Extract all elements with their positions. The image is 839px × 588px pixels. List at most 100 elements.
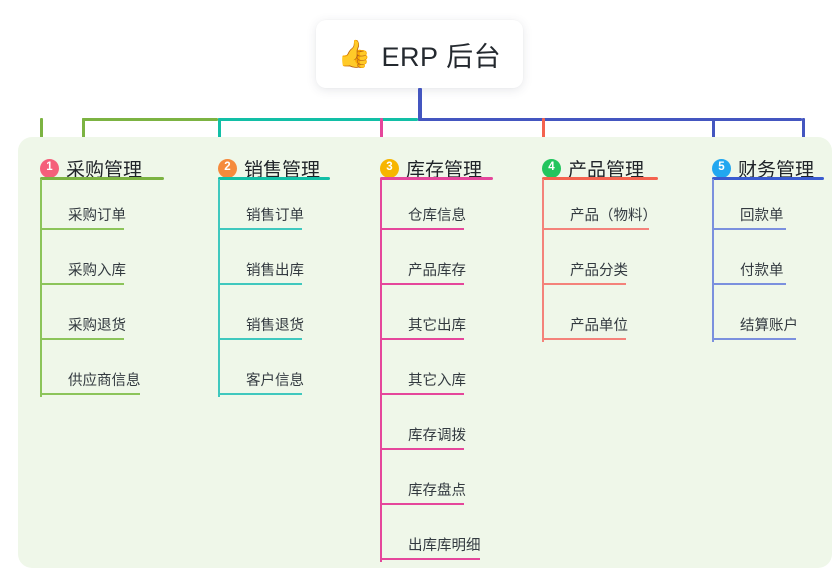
branch-item[interactable]: 产品单位 xyxy=(542,310,628,340)
branch-header-rule-3 xyxy=(380,177,493,180)
branch-spine-2 xyxy=(218,179,220,397)
branch-item-rule xyxy=(380,228,464,230)
branch-item[interactable]: 产品分类 xyxy=(542,255,628,285)
branch-item-rule xyxy=(712,338,796,340)
branch-item[interactable]: 采购退货 xyxy=(40,310,126,340)
branch-item-rule xyxy=(542,283,626,285)
bus-left-cap xyxy=(82,118,85,142)
branch-item-rule xyxy=(380,338,464,340)
branch-item[interactable]: 供应商信息 xyxy=(40,365,141,395)
branch-item-label: 回款单 xyxy=(740,208,784,224)
branch-item-rule xyxy=(542,228,649,230)
branch-number-badge-1: 1 xyxy=(40,158,59,178)
branch-item[interactable]: 库存调拨 xyxy=(380,420,466,450)
bus-right-cap xyxy=(802,118,805,142)
branch-header-rule-5 xyxy=(712,177,824,180)
branch-header-label-4: 产品管理 xyxy=(568,159,645,181)
thumbs-up-icon: 👍 xyxy=(337,38,372,70)
branch-number-badge-4: 4 xyxy=(542,158,561,178)
branch-item[interactable]: 仓库信息 xyxy=(380,200,466,230)
branch-item-label: 销售订单 xyxy=(246,208,304,224)
branch-item-rule xyxy=(218,393,302,395)
bus-segment-teal xyxy=(218,118,418,121)
branch-item-label: 产品（物料） xyxy=(570,208,657,224)
branch-item-label: 客户信息 xyxy=(246,373,304,389)
branch-item-label: 产品分类 xyxy=(570,263,628,279)
bus-segment-green xyxy=(82,118,218,121)
branch-item-rule xyxy=(218,338,302,340)
branch-item[interactable]: 产品库存 xyxy=(380,255,466,285)
branch-item-rule xyxy=(218,228,302,230)
branch-header-label-3: 库存管理 xyxy=(406,159,483,181)
branch-item[interactable]: 回款单 xyxy=(712,200,786,230)
branch-item-rule xyxy=(380,448,464,450)
branch-item-label: 其它入库 xyxy=(408,373,466,389)
branch-item[interactable]: 其它入库 xyxy=(380,365,466,395)
column-drop-line-5 xyxy=(712,118,715,142)
bus-segment-blue xyxy=(418,118,802,121)
branch-item[interactable]: 其它出库 xyxy=(380,310,466,340)
branch-item-label: 供应商信息 xyxy=(68,373,141,389)
branch-header-5[interactable]: 5 财务管理 xyxy=(690,148,814,188)
branch-item-rule xyxy=(40,393,140,395)
branch-item[interactable]: 产品（物料） xyxy=(542,200,657,230)
branch-spine-4 xyxy=(542,179,544,342)
branch-header-4[interactable]: 4 产品管理 xyxy=(520,148,644,188)
root-node[interactable]: 👍 ERP 后台 xyxy=(316,20,523,88)
branch-header-2[interactable]: 2 销售管理 xyxy=(196,148,320,188)
branch-number-badge-5: 5 xyxy=(712,158,731,178)
branch-item-rule xyxy=(542,338,626,340)
branch-item-label: 销售出库 xyxy=(246,263,304,279)
branch-item-rule xyxy=(40,283,124,285)
branch-item[interactable]: 采购入库 xyxy=(40,255,126,285)
branch-number-badge-2: 2 xyxy=(218,158,237,178)
branch-item-label: 采购入库 xyxy=(68,263,126,279)
root-node-title: ERP 后台 xyxy=(381,41,502,72)
branch-item[interactable]: 结算账户 xyxy=(712,310,798,340)
column-drop-line-3 xyxy=(380,118,383,142)
branch-item-label: 结算账户 xyxy=(740,318,798,334)
branch-item[interactable]: 客户信息 xyxy=(218,365,304,395)
branch-spine-3 xyxy=(380,179,382,562)
branch-item-rule xyxy=(380,393,464,395)
branch-item-rule xyxy=(712,283,786,285)
root-trunk-line xyxy=(418,88,422,121)
branch-item-rule xyxy=(40,338,124,340)
branch-item[interactable]: 销售订单 xyxy=(218,200,304,230)
branch-item-rule xyxy=(380,558,480,560)
branch-header-rule-4 xyxy=(542,177,658,180)
branch-item[interactable]: 出库库明细 xyxy=(380,530,481,560)
branch-item-label: 采购退货 xyxy=(68,318,126,334)
branch-number-badge-3: 3 xyxy=(380,158,399,178)
branch-item-rule xyxy=(40,228,124,230)
branch-item-label: 出库库明细 xyxy=(408,538,481,554)
column-drop-line-1 xyxy=(40,118,43,142)
branch-item-rule xyxy=(380,283,464,285)
branch-item[interactable]: 销售出库 xyxy=(218,255,304,285)
branch-item-label: 产品库存 xyxy=(408,263,466,279)
branch-item-label: 销售退货 xyxy=(246,318,304,334)
column-drop-line-4 xyxy=(542,118,545,142)
branch-panel xyxy=(18,137,832,568)
branch-item-rule xyxy=(712,228,786,230)
branch-item-label: 库存盘点 xyxy=(408,483,466,499)
branch-header-label-5: 财务管理 xyxy=(738,159,815,181)
branch-item-label: 仓库信息 xyxy=(408,208,466,224)
branch-spine-5 xyxy=(712,179,714,342)
branch-header-label-2: 销售管理 xyxy=(244,159,321,181)
branch-header-3[interactable]: 3 库存管理 xyxy=(358,148,482,188)
branch-header-rule-1 xyxy=(40,177,164,180)
branch-item-label: 其它出库 xyxy=(408,318,466,334)
branch-item[interactable]: 销售退货 xyxy=(218,310,304,340)
branch-item[interactable]: 采购订单 xyxy=(40,200,126,230)
branch-item[interactable]: 库存盘点 xyxy=(380,475,466,505)
branch-item-rule xyxy=(218,283,302,285)
branch-spine-1 xyxy=(40,179,42,397)
branch-header-label-1: 采购管理 xyxy=(66,159,143,181)
branch-item-label: 库存调拨 xyxy=(408,428,466,444)
branch-item-label: 付款单 xyxy=(740,263,784,279)
branch-header-rule-2 xyxy=(218,177,330,180)
branch-item[interactable]: 付款单 xyxy=(712,255,786,285)
branch-header-1[interactable]: 1 采购管理 xyxy=(18,148,142,188)
